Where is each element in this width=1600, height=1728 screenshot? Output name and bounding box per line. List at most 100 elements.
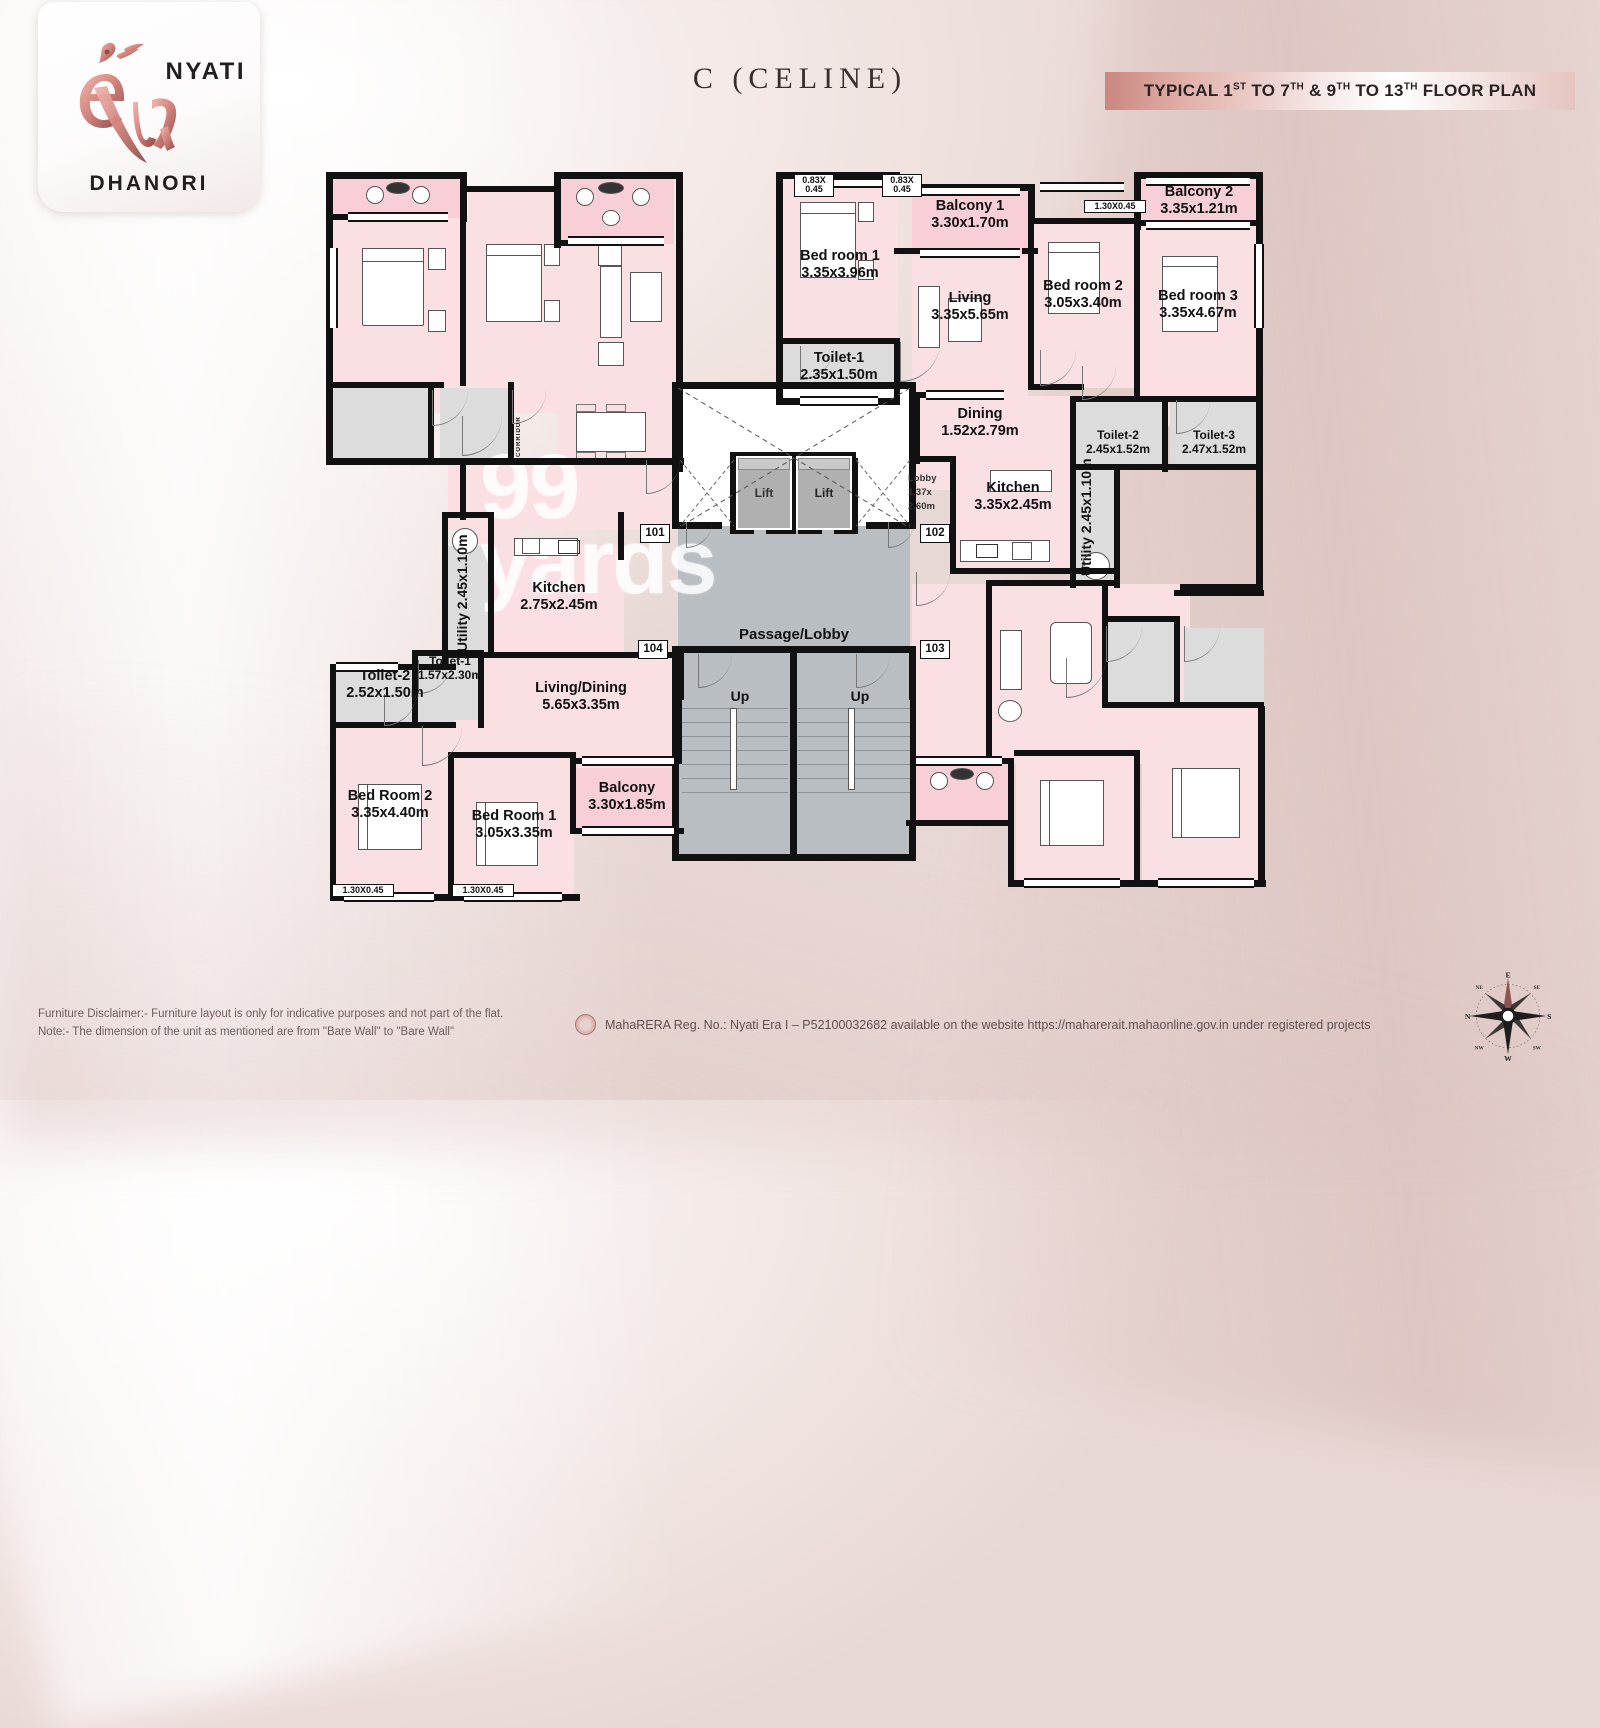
room-name: Dining: [957, 406, 1003, 422]
balcony-chair: [576, 188, 594, 206]
opening-dim-1.30x0.45-b: 1.30X0.45: [332, 884, 394, 898]
bed-furniture: [362, 252, 424, 326]
bed-headboard: [1162, 256, 1218, 267]
room-name: Bed Room 1: [471, 808, 557, 824]
sliding-door: [582, 756, 674, 766]
lobby-name: Lobby: [908, 473, 937, 484]
room-label-balcony-104: Balcony 3.30x1.85m: [572, 780, 682, 814]
room-label-living-102: Living 3.35x5.65m: [910, 290, 1030, 324]
room-label-toilet-2-104: Toilet-2 2.52x1.50m: [330, 668, 440, 702]
dining-chair: [606, 404, 626, 412]
room-name: Bed Room 2: [347, 788, 433, 804]
armchair: [998, 700, 1022, 722]
room-label-balcony-2-102: Balcony 2 3.35x1.21m: [1140, 184, 1258, 218]
sink: [1012, 542, 1032, 560]
unit103-entry-fill: [912, 584, 992, 764]
passage-lobby-label: Passage/Lobby: [738, 626, 850, 643]
room-label-toilet-2-102: Toilet-2 2.45x1.52m: [1066, 428, 1170, 456]
balcony-1-102-fill: [912, 190, 1028, 252]
compass-label-nw: NW: [1475, 1046, 1485, 1052]
core-layer: Lift Lift Up Up Passage/Lobby: [300, 160, 1300, 930]
room-fill-layer: [300, 160, 1300, 930]
bed-headboard: [800, 202, 856, 214]
room-label-living-dining-104: Living/Dining 5.65x3.35m: [496, 680, 666, 714]
era-script-logo-icon: [79, 42, 177, 163]
room-label-bed-room-2-102: Bed room 2 3.05x3.40m: [1024, 278, 1142, 312]
kitchen-counter: [990, 470, 1052, 492]
sofa: [1000, 630, 1022, 690]
bed-headboard: [362, 248, 424, 262]
window: [1040, 182, 1124, 192]
room-name: Living: [948, 290, 992, 306]
window: [1024, 878, 1120, 888]
room-dimension: 2.47x1.52m: [1181, 442, 1247, 457]
bed-headboard: [1172, 768, 1182, 838]
corridor-label: CORRIDOR: [516, 416, 522, 458]
side-table: [544, 244, 560, 266]
room-name: Toilet-2: [1097, 428, 1139, 442]
brand-logo: NYATI DHANORI: [38, 2, 260, 212]
washing-machine: [452, 528, 478, 554]
window: [1146, 176, 1250, 186]
room-name: Toilet-3: [1193, 428, 1235, 442]
side-table: [544, 300, 560, 322]
compass-label-se: SE: [1534, 985, 1541, 991]
unit104-utility-fill: [448, 546, 494, 656]
window: [920, 186, 1020, 196]
room-label-bed-room-2-104: Bed Room 2 3.35x4.40m: [326, 788, 454, 822]
room-name: Kitchen: [532, 580, 586, 596]
compass-rose-icon: E N W S NE SE SW NW: [1465, 971, 1552, 1064]
room-name: Utility: [1078, 537, 1094, 576]
room-dimension: 3.30x1.70m: [931, 215, 1009, 232]
room-name: Toilet-1: [429, 654, 471, 668]
room-dimension: 3.35x2.45m: [974, 497, 1052, 514]
lobby-dimension-label: Lobby 1.37x 2.60m: [908, 472, 964, 513]
floor-banner-text: TYPICAL 1ST TO 7TH & 9TH TO 13TH FLOOR P…: [1143, 81, 1537, 100]
room-dimension: 3.35x4.67m: [1159, 305, 1237, 322]
room-name: Balcony 1: [935, 198, 1005, 214]
room-name: Bed room 1: [800, 248, 880, 264]
openings-layer: [300, 160, 1300, 930]
sink: [522, 538, 540, 554]
balcony-chair: [632, 188, 650, 206]
room-label-dining-102: Dining 1.52x2.79m: [918, 406, 1042, 440]
side-table: [428, 310, 446, 332]
window: [800, 396, 878, 406]
footer-disclaimer: Furniture Disclaimer:- Furniture layout …: [38, 1006, 503, 1042]
room-dimension: 2.45x1.10m: [454, 534, 470, 610]
room-dimension: 3.05x3.35m: [475, 825, 553, 842]
brand-name: NYATI: [165, 58, 246, 85]
window: [796, 178, 882, 188]
window: [926, 390, 1004, 400]
room-dimension: 3.35x5.65m: [931, 307, 1009, 324]
rera-footer: MahaRERA Reg. No.: Nyati Era I – P521000…: [575, 1014, 1371, 1035]
room-name: Balcony: [598, 780, 656, 796]
balcony-chair: [366, 186, 384, 204]
side-table: [428, 248, 446, 270]
bed-furniture: [486, 248, 542, 322]
unit-number-102: 102: [920, 524, 950, 543]
room-name: Bed room 3: [1158, 288, 1238, 304]
room-name: Balcony 2: [1164, 184, 1234, 200]
opening-dim-1.30x0.45-a: 1.30X0.45: [1084, 200, 1146, 214]
balcony-table: [598, 182, 624, 194]
brand-location: DHANORI: [89, 172, 209, 195]
room-name: Bed room 2: [1043, 278, 1123, 294]
floor-plan-drawing: 99 yards: [300, 160, 1300, 930]
toilet-2-102-fill: [1074, 400, 1166, 468]
window: [336, 662, 398, 672]
room-label-toilet-1-102: Toilet-1 2.35x1.50m: [778, 350, 900, 384]
room-label-balcony-1-102: Balcony 1 3.30x1.70m: [910, 198, 1030, 232]
room-dimension: 2.75x2.45m: [520, 597, 598, 614]
furniture-layer: [300, 160, 1300, 930]
room-label-kitchen-104: Kitchen 2.75x2.45m: [496, 580, 622, 614]
balcony-chair: [976, 772, 994, 790]
room-name: Kitchen: [986, 480, 1040, 496]
compass-label-ne: NE: [1476, 985, 1484, 991]
room-dimension: 3.30x1.85m: [588, 797, 666, 814]
stair-up-label-left: Up: [730, 688, 750, 704]
floor-plan-banner: TYPICAL 1ST TO 7TH & 9TH TO 13TH FLOOR P…: [1105, 72, 1575, 110]
bed-headboard: [486, 244, 542, 256]
armchair: [598, 342, 624, 366]
